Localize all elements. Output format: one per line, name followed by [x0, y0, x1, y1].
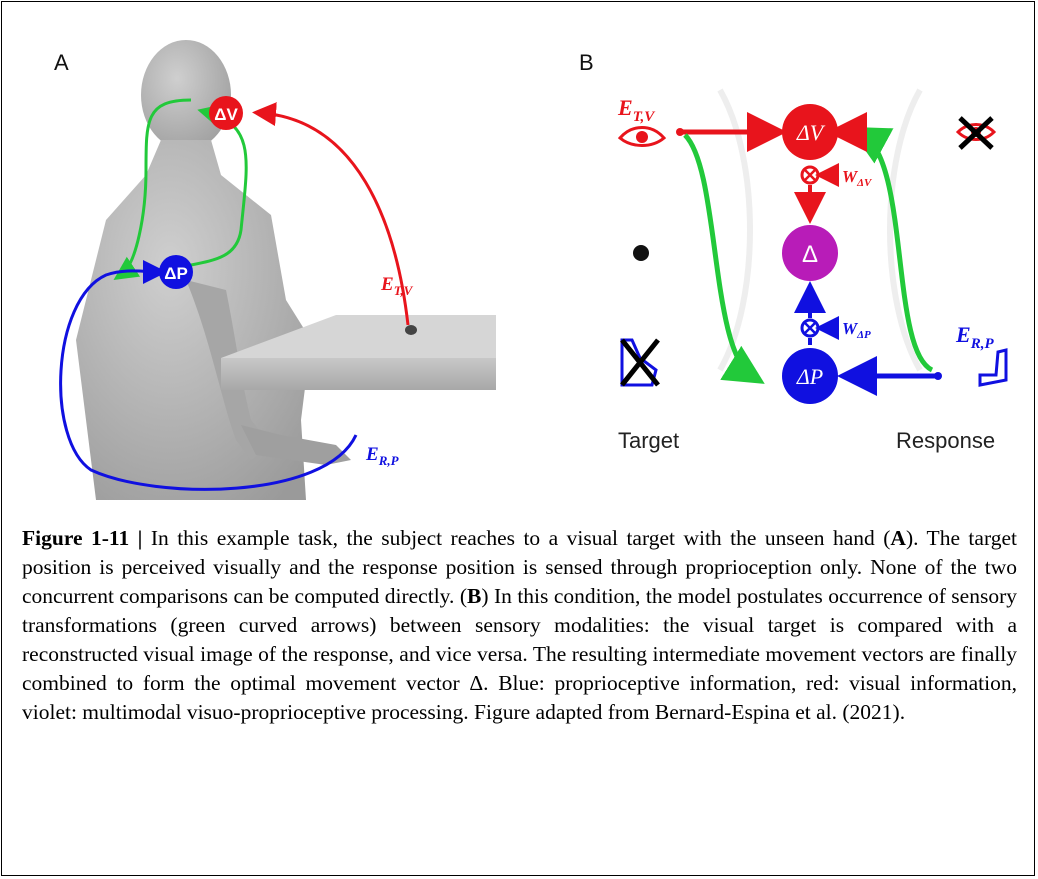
- table: [221, 315, 496, 390]
- delta-label-b: Δ: [802, 241, 818, 268]
- weight-v-label: WΔV: [842, 167, 873, 189]
- caption-part-3: ) In this condition, the model postulate…: [22, 584, 1017, 724]
- proprio-arrow-a: [59, 259, 358, 491]
- figure-caption: Figure 1-11 | In this example task, the …: [22, 524, 1017, 727]
- delta-v-node-a: [209, 96, 243, 130]
- weight-p-label: WΔP: [842, 319, 871, 341]
- delta-p-node-b: [782, 348, 838, 404]
- delta-v-label-b: ΔV: [796, 120, 826, 145]
- delta-v-node-b: [782, 104, 838, 160]
- etv-label-a: ET,V: [380, 274, 414, 298]
- target-dot: [633, 245, 649, 261]
- crossed-eye-icon: [955, 116, 997, 150]
- crossed-hand-icon: [620, 338, 660, 387]
- green-arrow-down-a: [113, 98, 192, 281]
- delta-node-b: [782, 225, 838, 281]
- panel-b-label: B: [579, 50, 594, 75]
- caption-bold-b: B: [467, 584, 482, 608]
- caption-part-1: In this example task, the subject reache…: [142, 526, 891, 550]
- panel-a-label: A: [54, 50, 69, 75]
- delta-p-label-b: ΔP: [796, 364, 823, 389]
- target-label: Target: [618, 428, 679, 453]
- figure-number: Figure 1-11 |: [22, 526, 143, 550]
- caption-part-2: ). The target position is perceived visu…: [22, 526, 1017, 608]
- delta-p-node-a: [159, 255, 193, 289]
- caption-bold-a: A: [890, 526, 906, 550]
- green-transform-arrow-right: [848, 126, 934, 373]
- erp-label-b: ER,P: [955, 322, 994, 352]
- hand-icon-response: [978, 348, 1008, 387]
- green-transform-arrow-left: [683, 133, 765, 384]
- eye-icon-visual-target: [617, 126, 667, 147]
- panel-a-illustration: ΔV ΔP ET,V ER,P: [59, 40, 496, 500]
- panel-b-diagram: ET,V ΔV WΔV Δ WΔP ΔP: [617, 88, 1008, 453]
- response-label: Response: [896, 428, 995, 453]
- erp-label-a: ER,P: [365, 444, 400, 468]
- delta-v-label-a: ΔV: [214, 105, 238, 124]
- delta-p-label-a: ΔP: [164, 264, 188, 283]
- green-arrow-up-a: [160, 104, 248, 274]
- etv-label-b: ET,V: [617, 95, 656, 125]
- visual-arrow-a: [252, 102, 410, 326]
